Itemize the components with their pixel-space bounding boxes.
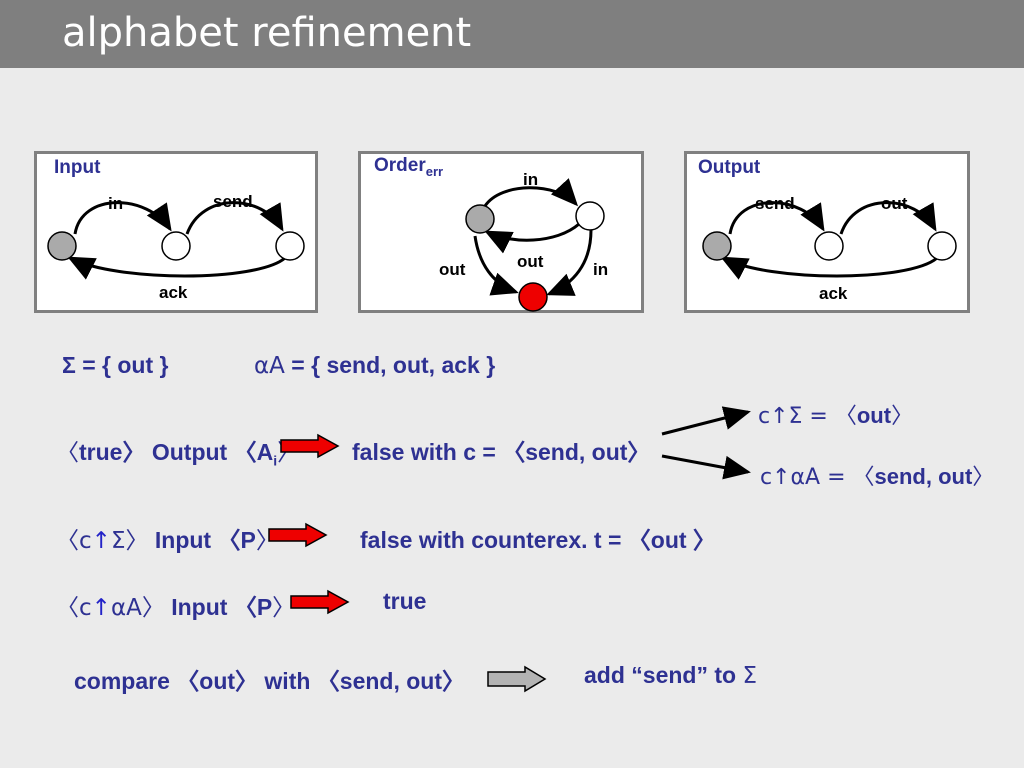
order-lts — [465, 178, 605, 312]
order-error-state — [518, 282, 548, 312]
output-out-edge — [839, 201, 937, 235]
input-lts — [47, 201, 305, 280]
output-label-out: out — [881, 194, 908, 213]
input-ack-edge — [67, 256, 286, 280]
order-state-0 — [465, 204, 495, 234]
red-arrow-1 — [280, 433, 340, 459]
alpha-definition: αA = { send, out, ack } — [254, 352, 496, 379]
output-send-edge — [728, 201, 825, 235]
output-label-send: send — [755, 194, 795, 213]
slide-title: alphabet refinement — [62, 10, 472, 56]
order-diagram: Ordererr in out out in — [358, 151, 644, 313]
order-in-top-edge — [483, 178, 579, 207]
input-state-1 — [161, 231, 191, 261]
input-state-2 — [275, 231, 305, 261]
output-title: Output — [698, 157, 761, 178]
input-send-edge — [185, 201, 284, 235]
output-state-0 — [702, 231, 732, 261]
output-state-2 — [927, 231, 957, 261]
gray-arrow — [487, 665, 547, 693]
output-ack-edge — [720, 256, 938, 280]
branch-down — [661, 454, 751, 480]
order-in-right-edge — [546, 229, 593, 296]
input-label-in: in — [108, 194, 124, 213]
order-state-1 — [575, 201, 605, 231]
output-lts — [702, 201, 957, 280]
input-diagram: Input in send ack — [34, 151, 318, 313]
query-2-result: false with counterex. t = 〈out 〉 — [360, 527, 716, 553]
input-state-0 — [47, 231, 77, 261]
red-arrow-3 — [290, 589, 350, 615]
order-label-in-right: in — [593, 260, 609, 279]
title-bar — [0, 0, 1024, 68]
red-arrow-2 — [268, 522, 328, 548]
order-label-out-left: out — [439, 260, 466, 279]
projection-alpha: c↑αA = 〈send, out〉 — [760, 464, 995, 490]
query-3-result: true — [383, 588, 427, 614]
sigma-definition: Σ = { out } — [62, 352, 169, 378]
output-label-ack: ack — [819, 284, 848, 303]
order-out-left-edge — [473, 235, 519, 296]
input-title: Input — [54, 157, 101, 178]
order-label-out-mid: out — [517, 252, 544, 271]
branch-up — [661, 406, 751, 436]
projection-sigma: c↑Σ = 〈out〉 — [758, 403, 914, 429]
query-3: 〈c↑αA〉 Input 〈P〉 — [56, 594, 296, 621]
output-diagram: Output send out ack — [684, 151, 970, 313]
add-send-text: add “send” to Σ — [584, 662, 757, 689]
order-label-in-top: in — [523, 170, 539, 189]
input-label-ack: ack — [159, 283, 188, 302]
input-in-edge — [73, 201, 172, 235]
branch-arrows — [661, 406, 751, 480]
query-1: 〈true〉 Output 〈Ai〉 — [56, 439, 301, 469]
order-title: Ordererr — [374, 155, 444, 179]
input-label-send: send — [213, 192, 253, 211]
output-state-1 — [814, 231, 844, 261]
query-1-result: false with c = 〈send, out〉 — [352, 439, 651, 465]
query-2: 〈c↑Σ〉 Input 〈P〉 — [56, 527, 279, 554]
compare-text: compare 〈out〉 with 〈send, out〉 — [74, 668, 466, 694]
order-out-mid-edge — [484, 222, 580, 254]
